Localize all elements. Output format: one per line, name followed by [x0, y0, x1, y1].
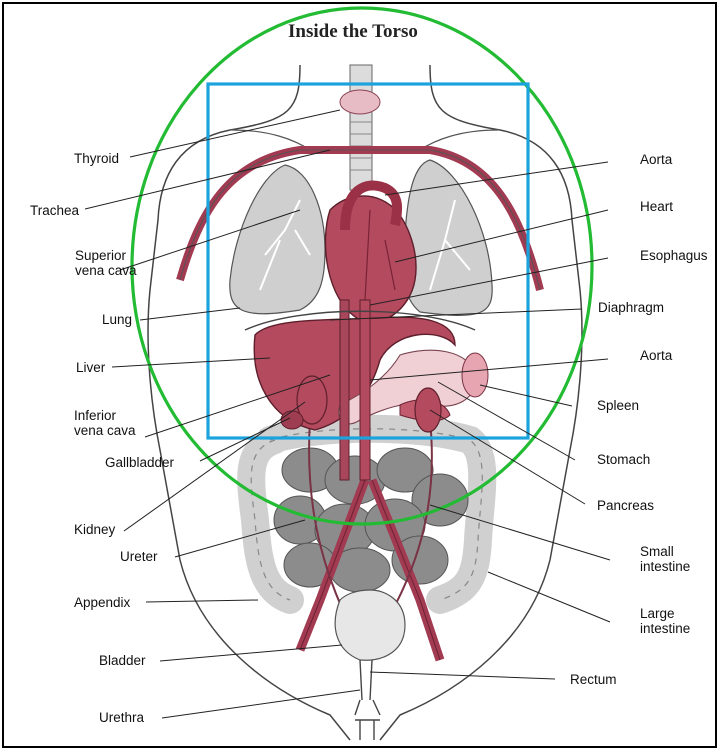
- right-kidney: [415, 388, 441, 432]
- abdominal-aorta: [360, 300, 370, 480]
- label-trachea: Trachea: [30, 203, 79, 218]
- label-small-intestine: Small intestine: [640, 544, 690, 574]
- label-diaphragm: Diaphragm: [598, 300, 664, 315]
- label-stomach: Stomach: [597, 452, 650, 467]
- right-lung: [403, 160, 492, 315]
- label-large-intestine: Large intestine: [640, 606, 690, 636]
- heart: [325, 196, 416, 323]
- label-ureter: Ureter: [120, 549, 158, 564]
- label-urethra: Urethra: [99, 710, 144, 725]
- label-gallbladder: Gallbladder: [105, 455, 174, 470]
- label-pancreas: Pancreas: [597, 498, 654, 513]
- figure-title: Inside the Torso: [288, 21, 418, 43]
- label-aorta-lower: Aorta: [640, 348, 672, 363]
- label-inferior-vena-cava: Inferior vena cava: [74, 408, 136, 438]
- label-bladder: Bladder: [99, 653, 146, 668]
- label-aorta-upper: Aorta: [640, 152, 672, 167]
- gallbladder: [281, 411, 303, 429]
- bladder: [335, 590, 405, 660]
- label-kidney: Kidney: [74, 522, 115, 537]
- label-heart: Heart: [640, 199, 673, 214]
- label-spleen: Spleen: [597, 398, 639, 413]
- thyroid: [340, 90, 380, 114]
- label-lung: Lung: [102, 312, 132, 327]
- small-intestine: [274, 448, 468, 592]
- inferior-vena-cava-vessel: [340, 300, 349, 480]
- label-thyroid: Thyroid: [74, 151, 119, 166]
- label-esophagus: Esophagus: [640, 248, 708, 263]
- label-rectum: Rectum: [570, 672, 617, 687]
- label-appendix: Appendix: [74, 595, 130, 610]
- spleen: [462, 353, 488, 397]
- label-superior-vena-cava: Superior vena cava: [75, 248, 137, 278]
- label-liver: Liver: [76, 360, 105, 375]
